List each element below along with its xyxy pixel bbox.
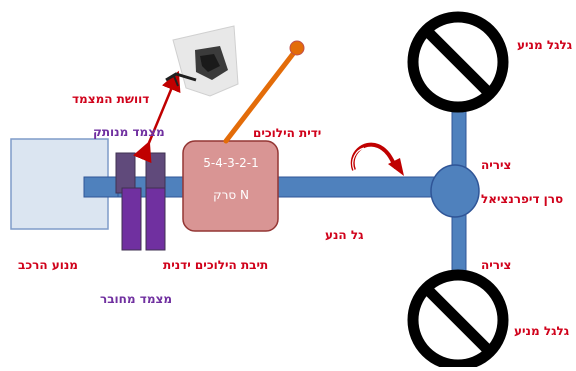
label-engine: מנוע הרכב: [18, 258, 78, 272]
label-axle-bottom: ציריה: [481, 258, 512, 272]
label-axle-top: ציריה: [481, 158, 512, 172]
clutch-plate-right: [145, 187, 166, 251]
rotation-arrow: [350, 142, 404, 176]
label-clutch-engaged: מצמד מחובר: [100, 292, 173, 306]
gear-lever-stick: [223, 47, 299, 144]
pedal-arrow: [132, 70, 181, 164]
wheel-bottom: [407, 269, 509, 371]
label-drive-shaft: גל הנע: [325, 228, 364, 242]
gear-lever-knob: [289, 40, 305, 56]
clutch-plate-right-top: [145, 152, 166, 194]
gearbox-neutral-text: N סרק: [213, 188, 249, 202]
label-pedal: דוושת המצמד: [72, 92, 150, 106]
engine-output-shaft: [83, 176, 119, 198]
wheel-top: [407, 11, 509, 113]
label-wheel-bottom: גלגל מניע: [514, 324, 570, 338]
label-wheel-top: גלגל מניע: [517, 38, 573, 52]
clutch-plate-left: [121, 187, 142, 251]
label-gear-lever: ידית הילוכים: [253, 126, 322, 140]
clutch-pedal-image: [165, 25, 239, 97]
clutch-plate-left-top: [115, 152, 136, 194]
label-differential: סרן דיפרנציאל: [481, 192, 564, 206]
label-clutch-disengaged: מצמד מנותק: [93, 125, 165, 139]
label-gearbox: תיבת הילוכים ידנית: [163, 258, 269, 272]
differential: [430, 164, 480, 218]
gearbox-gears-text: 5-4-3-2-1: [203, 156, 259, 170]
gearbox-box: [182, 140, 279, 232]
